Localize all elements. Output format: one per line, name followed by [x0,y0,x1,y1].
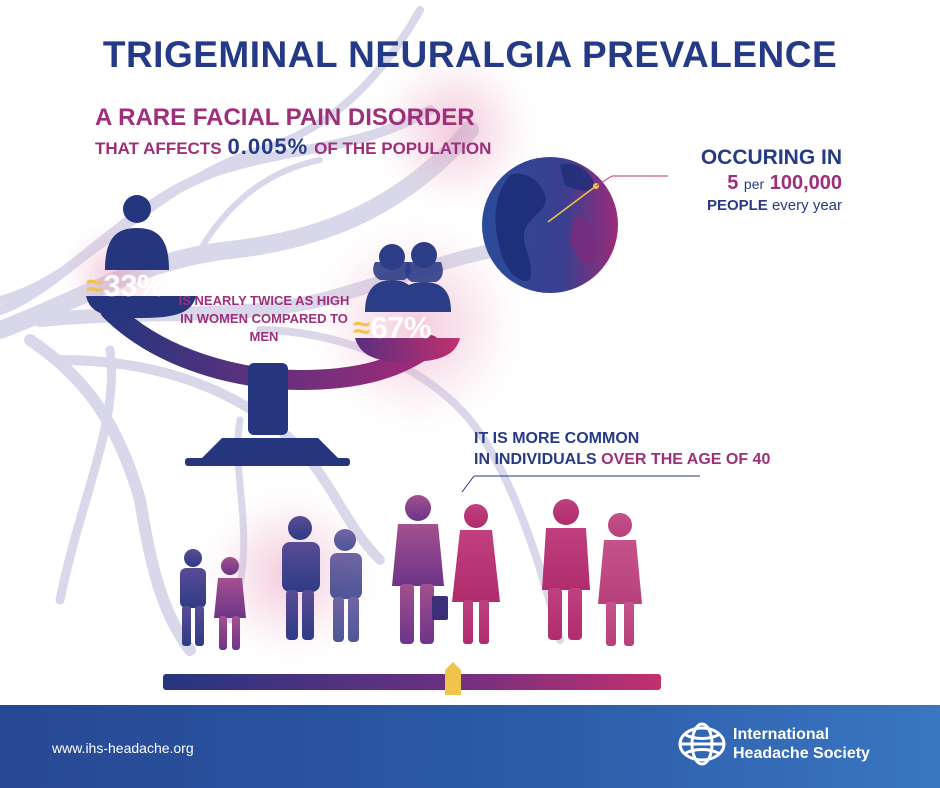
page-title: TRIGEMINAL NEURALGIA PREVALENCE [102,34,838,75]
subtitle-line2: THAT AFFECTS 0.005% OF THE POPULATION [95,134,491,160]
adult-man-figure [392,495,448,644]
subtitle-line1: A RARE FACIAL PAIN DISORDER [95,104,475,131]
occurrence-per: per [743,176,765,192]
occurrence-denominator: 100,000 [769,172,842,194]
globe-icon [482,157,668,293]
footer-bar: www.ihs-headache.org International Heada… [0,705,940,788]
population-percentage: 0.005% [227,134,309,159]
men-percentage: ≈33% [86,268,165,303]
child-figure [180,549,206,646]
subtitle-before: THAT AFFECTS [95,139,222,158]
teen-figure [330,529,362,642]
occurrence-block: OCCURING IN 5 per 100,000 PEOPLE every y… [701,146,842,214]
age-text: IT IS MORE COMMON IN INDIVIDUALS OVER TH… [474,428,770,470]
occurrence-people: PEOPLE [706,197,768,214]
occurrence-number: 5 [727,172,739,194]
older-man-figure [542,499,590,640]
subtitle-after: OF THE POPULATION [314,139,492,158]
ihs-logo-icon [678,722,726,766]
occurrence-line1: OCCURING IN [700,146,842,169]
teen-figure [282,516,320,640]
approx-icon: ≈ [86,268,103,303]
age-bar [163,674,661,690]
website-link[interactable]: www.ihs-headache.org [52,740,194,756]
occurrence-line3: PEOPLE every year [701,197,842,214]
age-pointer [461,475,700,493]
older-woman-figure [598,513,642,646]
child-figure [214,557,246,650]
age-highlight: OVER THE AGE OF 40 [601,451,771,468]
age-marker-icon [445,662,461,695]
women-percentage: ≈67% [353,310,432,345]
age-line1: IT IS MORE COMMON [474,430,640,447]
background-illustration [0,6,700,695]
occurrence-rate: 5 per 100,000 [701,170,842,197]
people-row [180,495,642,650]
women-icon [365,242,451,312]
adult-woman-figure [452,504,500,644]
occurrence-period: every year [771,197,842,214]
man-icon [105,195,169,270]
organization-name: International Headache Society [733,726,870,762]
comparison-text: IS NEARLY TWICE AS HIGH IN WOMEN COMPARE… [178,293,350,344]
approx-icon: ≈ [353,310,370,345]
balance-scale [86,296,460,466]
age-line2: IN INDIVIDUALS OVER THE AGE OF 40 [474,451,771,468]
